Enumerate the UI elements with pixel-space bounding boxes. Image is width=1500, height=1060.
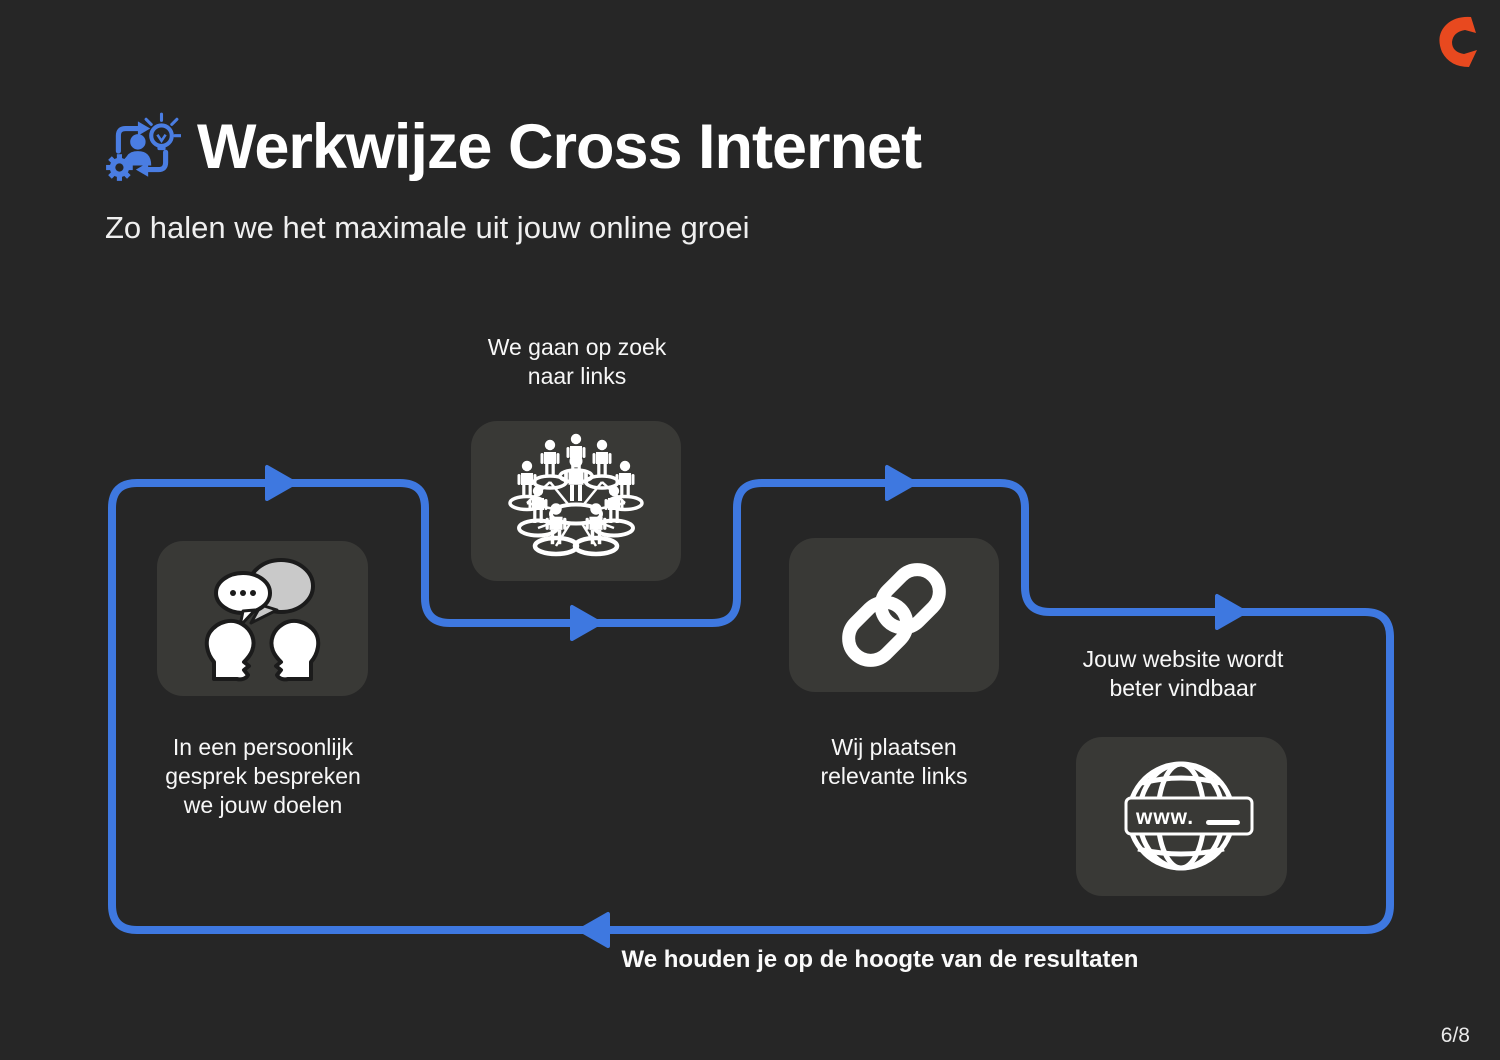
header: Werkwijze Cross Internet [103, 108, 922, 186]
arrow-left-bottom [578, 912, 610, 948]
page-title: Werkwijze Cross Internet [197, 112, 922, 182]
arrow-right-3 [885, 465, 917, 501]
link-icon [842, 563, 946, 667]
network-people-icon [508, 433, 644, 557]
arrow-right-1 [265, 465, 297, 501]
step-card-zoek [471, 421, 681, 581]
step-label-zoek: We gaan op zoek naar links [487, 334, 667, 389]
step-label-links: Wij plaatsen relevante links [820, 734, 968, 789]
arrow-right-2 [570, 605, 602, 641]
conversation-icon [204, 558, 321, 682]
page-number: 6/8 [1440, 1024, 1470, 1047]
arrow-right-4 [1215, 594, 1247, 630]
globe-www-icon: www. [1124, 761, 1254, 871]
process-idea-icon [106, 112, 181, 181]
step-card-links [789, 538, 999, 692]
cross-internet-logo [1438, 16, 1478, 68]
bottom-note: We houden je op de hoogte van de resulta… [621, 946, 1139, 973]
spark-c-icon [1439, 16, 1477, 67]
step-card-gesprek [157, 541, 368, 696]
page-subtitle: Zo halen we het maximale uit jouw online… [105, 210, 750, 245]
step-label-gesprek: In een persoonlijk gesprek bespreken we … [165, 734, 361, 818]
step-label-vindbaar: Jouw website wordt beter vindbaar [1082, 646, 1284, 701]
step-card-vindbaar: www. [1076, 737, 1287, 896]
www-label: www. [1135, 806, 1194, 829]
